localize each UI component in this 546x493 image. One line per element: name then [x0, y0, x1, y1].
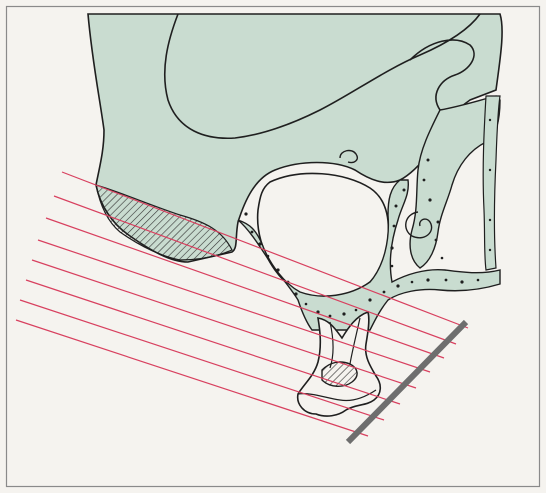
pulp-chamber	[322, 362, 357, 386]
